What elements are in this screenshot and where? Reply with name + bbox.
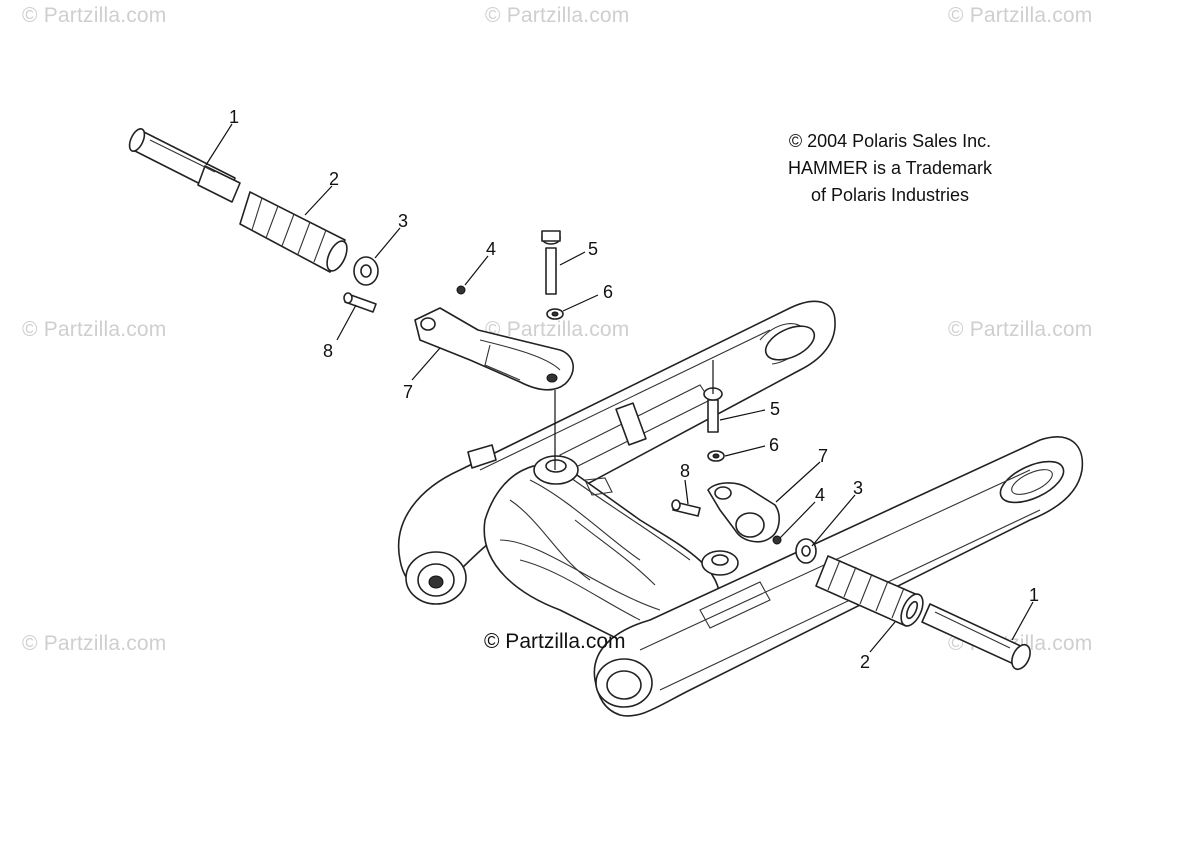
callout-left-8: 8: [323, 341, 333, 361]
callout-right-5: 5: [770, 399, 780, 419]
right-footrest-assembly: [671, 387, 1031, 671]
callout-left-4: 4: [486, 239, 496, 259]
callout-left-5: 5: [588, 239, 598, 259]
callout-right-6: 6: [769, 435, 779, 455]
callout-left-2: 2: [329, 169, 339, 189]
callout-right-1: 1: [1029, 585, 1039, 605]
callout-right-2: 2: [860, 652, 870, 672]
callout-right-8: 8: [680, 461, 690, 481]
callout-left-3: 3: [398, 211, 408, 231]
watermark-low-left: © Partzilla.com: [22, 632, 167, 655]
leader-lines: [205, 123, 1034, 653]
center-watermark: © Partzilla.com: [484, 630, 626, 653]
copyright-line-2: HAMMER is a Trademark: [787, 158, 993, 178]
copyright-line-1: © 2004 Polaris Sales Inc.: [788, 131, 992, 151]
copyright-line-3: of Polaris Industries: [810, 185, 970, 205]
left-footrest-assembly: [128, 128, 574, 391]
callout-left-7: 7: [403, 382, 413, 402]
callout-right-4: 4: [815, 485, 825, 505]
callout-right-3: 3: [853, 478, 863, 498]
watermark-mid-right: © Partzilla.com: [948, 318, 1093, 341]
callout-left-1: 1: [229, 107, 239, 127]
watermark-mid-center: © Partzilla.com: [485, 318, 630, 341]
watermark-mid-left: © Partzilla.com: [22, 318, 167, 341]
callout-right-7: 7: [818, 446, 828, 466]
callout-left-6: 6: [603, 282, 613, 302]
watermark-top-center: © Partzilla.com: [485, 4, 630, 27]
copyright-notice: © 2004 Polaris Sales Inc. HAMMER is a Tr…: [740, 128, 1040, 209]
watermark-top-left: © Partzilla.com: [22, 4, 167, 27]
watermark-top-right: © Partzilla.com: [948, 4, 1093, 27]
callout-labels: 1 2 3 4 5 6 7 8 1 2 3 4 5 6 7 8: [229, 107, 1039, 672]
